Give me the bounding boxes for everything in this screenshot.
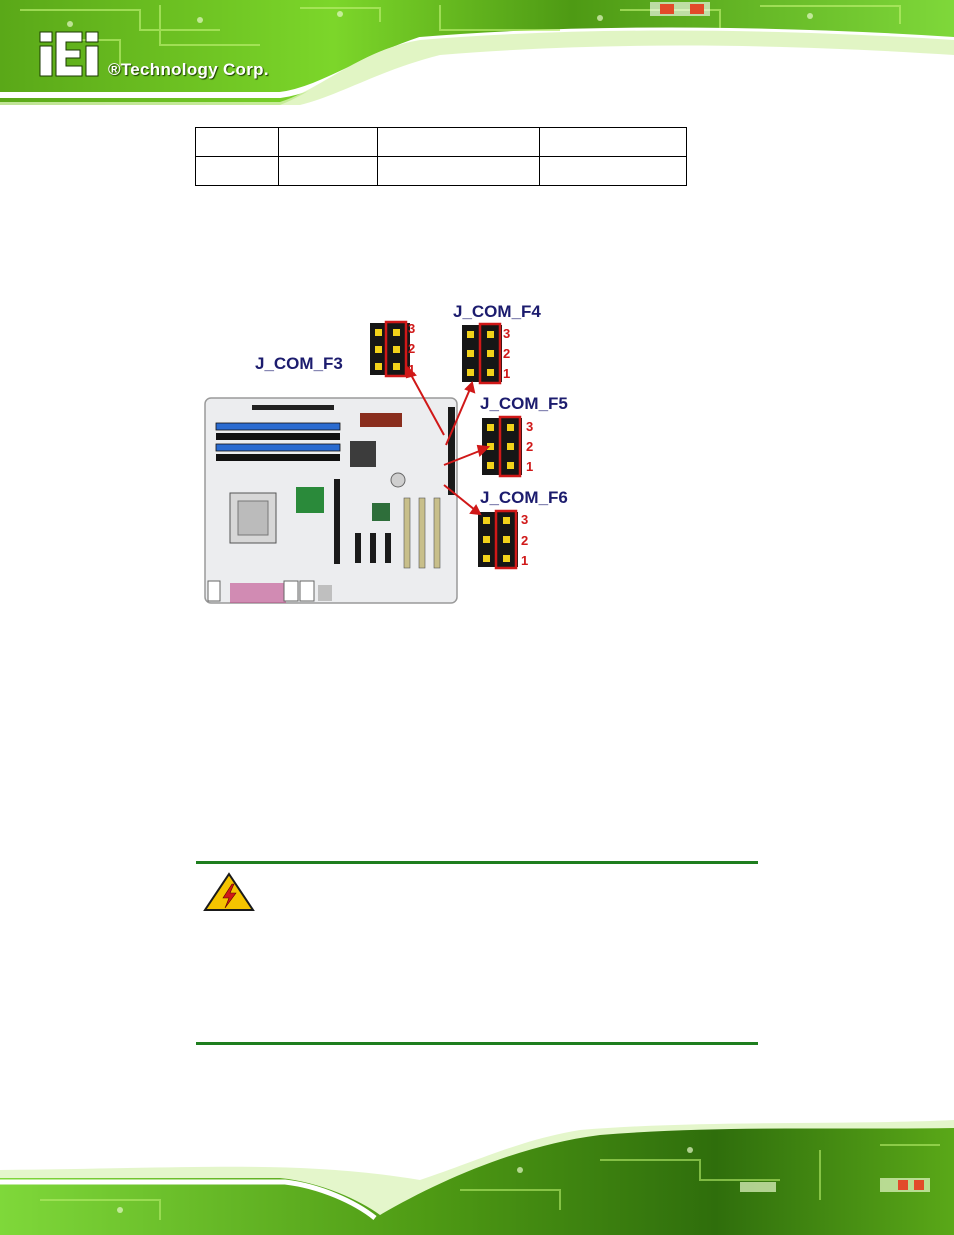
pinout-table — [195, 127, 687, 186]
pin-number: 2 — [521, 533, 528, 548]
pin-number: 2 — [408, 341, 415, 356]
pin-number: 2 — [526, 439, 533, 454]
pin-number: 1 — [408, 362, 415, 377]
label-j-com-f5: J_COM_F5 — [480, 394, 568, 413]
warning-icon — [203, 872, 255, 911]
label-j-com-f6: J_COM_F6 — [480, 488, 568, 507]
jumper-location-diagram: J_COM_F3 J_COM_F4 J_COM_F5 J_COM_F6 3 2 … — [204, 302, 568, 604]
pin-number: 3 — [408, 321, 415, 336]
pin-number: 3 — [503, 326, 510, 341]
pin-number: 1 — [503, 366, 510, 381]
table-row — [195, 127, 687, 157]
footer-circuit-banner — [0, 1120, 954, 1235]
pin-number: 3 — [521, 512, 528, 527]
company-name: ®Technology Corp. — [108, 60, 269, 79]
header-circuit-banner — [0, 0, 954, 120]
table-cell — [195, 127, 279, 157]
warning-top-rule — [196, 861, 758, 864]
motherboard-illustration — [204, 397, 458, 604]
table-cell — [377, 156, 540, 186]
table-cell — [377, 127, 540, 157]
table-row — [195, 156, 687, 186]
label-j-com-f3: J_COM_F3 — [255, 354, 343, 373]
table-cell — [195, 156, 279, 186]
iei-logo — [39, 31, 99, 77]
pin-number: 1 — [526, 459, 533, 474]
pin-number: 1 — [521, 553, 528, 568]
warning-bottom-rule — [196, 1042, 758, 1045]
pin-number: 2 — [503, 346, 510, 361]
pin-number: 3 — [526, 419, 533, 434]
table-cell — [539, 127, 687, 157]
table-cell — [539, 156, 687, 186]
table-cell — [278, 156, 378, 186]
label-j-com-f4: J_COM_F4 — [453, 302, 541, 321]
table-cell — [278, 127, 378, 157]
